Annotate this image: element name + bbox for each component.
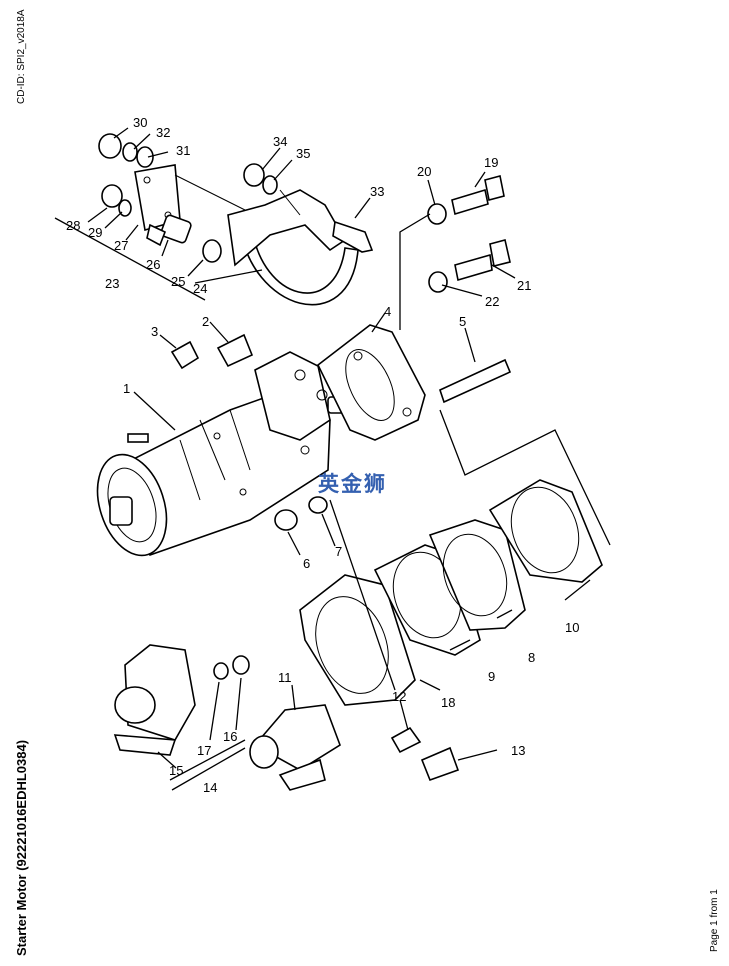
callout-13: 13 (511, 743, 525, 758)
leader-lines (54, 127, 611, 791)
bolts-and-washers (274, 175, 512, 531)
callout-4: 4 (384, 304, 391, 319)
callout-30: 30 (133, 115, 147, 130)
callout-5: 5 (459, 314, 466, 329)
callout-20: 20 (417, 164, 431, 179)
callout-23: 23 (105, 276, 119, 291)
callout-34: 34 (273, 134, 287, 149)
starter-motor-body (96, 351, 351, 557)
callout-21: 21 (517, 278, 531, 293)
callout-6: 6 (303, 556, 310, 571)
gasket-plates (299, 479, 603, 706)
callout-16: 16 (223, 729, 237, 744)
callout-22: 22 (485, 294, 499, 309)
callout-29: 29 (88, 225, 102, 240)
mounting-flange (316, 324, 426, 441)
callout-labels: 1 2 3 4 5 6 7 8 9 10 11 12 13 14 15 16 1… (66, 115, 579, 795)
callout-25: 25 (171, 274, 185, 289)
callout-11: 11 (278, 670, 292, 685)
callout-8: 8 (528, 650, 535, 665)
callout-2: 2 (202, 314, 209, 329)
callout-24: 24 (193, 281, 207, 296)
callout-19: 19 (484, 155, 498, 170)
callout-3: 3 (151, 324, 158, 339)
callout-15: 15 (169, 763, 183, 778)
callout-10: 10 (565, 620, 579, 635)
solenoid-parts (113, 333, 460, 791)
callout-33: 33 (370, 184, 384, 199)
callout-7: 7 (335, 544, 342, 559)
callout-1: 1 (123, 381, 130, 396)
callout-14: 14 (203, 780, 217, 795)
callout-32: 32 (156, 125, 170, 140)
strap-bracket-assembly (98, 133, 374, 306)
callout-26: 26 (146, 257, 160, 272)
callout-12: 12 (392, 689, 406, 704)
callout-17: 17 (197, 743, 211, 758)
watermark-logo: 英金狮 (318, 472, 387, 496)
callout-28: 28 (66, 218, 80, 233)
callout-9: 9 (488, 669, 495, 684)
callout-35: 35 (296, 146, 310, 161)
callout-27: 27 (114, 238, 128, 253)
callout-31: 31 (176, 143, 190, 158)
callout-18: 18 (441, 695, 455, 710)
